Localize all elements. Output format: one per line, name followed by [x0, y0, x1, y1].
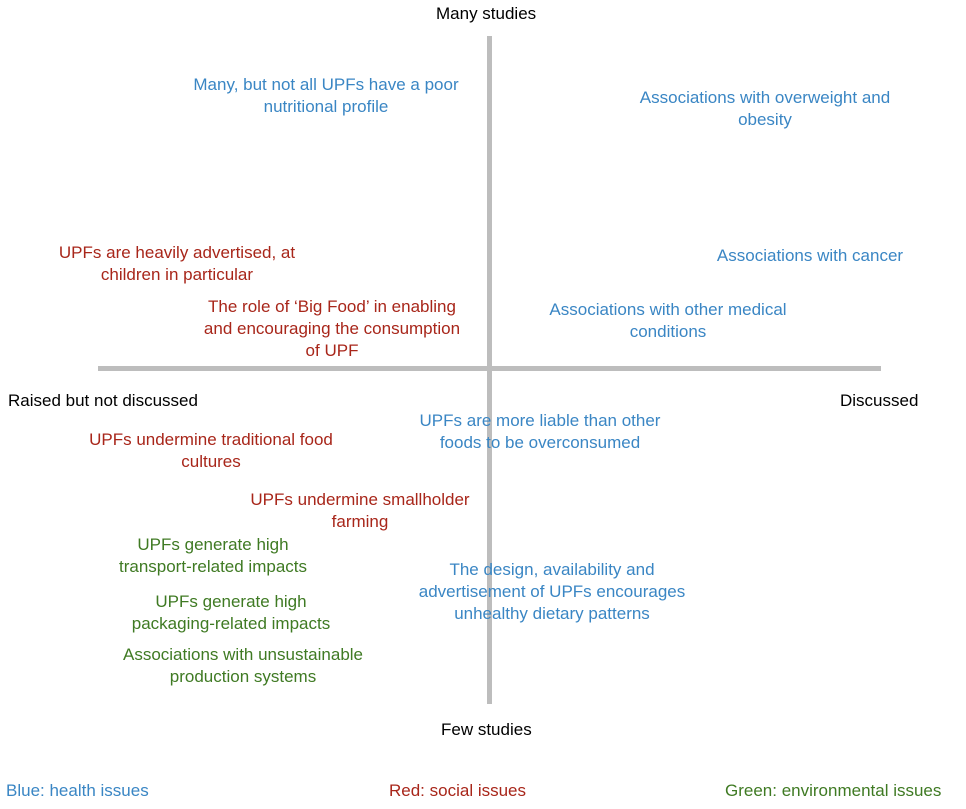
axis-label-top: Many studies	[436, 4, 537, 23]
issue-smallholder-farming: UPFs undermine smallholder farming	[250, 490, 470, 531]
legend-social: Red: social issues	[389, 781, 527, 800]
axis-label-bottom: Few studies	[441, 720, 532, 739]
issue-big-food: The role of ‘Big Food’ in enabling and e…	[203, 297, 461, 360]
issue-cancer: Associations with cancer	[716, 246, 904, 265]
issue-other-medical: Associations with other medical conditio…	[549, 300, 787, 341]
issue-packaging-impacts: UPFs generate high packaging-related imp…	[131, 592, 331, 633]
axis-label-left: Raised but not discussed	[8, 391, 198, 410]
horizontal-axis-line	[98, 366, 881, 371]
legend-environmental: Green: environmental issues	[725, 781, 942, 800]
issue-transport-impacts: UPFs generate high transport-related imp…	[118, 535, 308, 576]
issue-advertised-children: UPFs are heavily advertised, at children…	[58, 243, 296, 284]
issue-overconsumed: UPFs are more liable than other foods to…	[419, 411, 661, 452]
issue-overweight-obesity: Associations with overweight and obesity	[639, 88, 891, 129]
axis-label-right: Discussed	[840, 391, 919, 410]
issue-poor-nutrition: Many, but not all UPFs have a poor nutri…	[193, 75, 459, 116]
issue-design-availability: The design, availability and advertiseme…	[418, 560, 686, 623]
issue-food-cultures: UPFs undermine traditional food cultures	[89, 430, 333, 471]
legend-health: Blue: health issues	[6, 781, 149, 800]
issue-unsustainable-production: Associations with unsustainable producti…	[122, 645, 364, 686]
